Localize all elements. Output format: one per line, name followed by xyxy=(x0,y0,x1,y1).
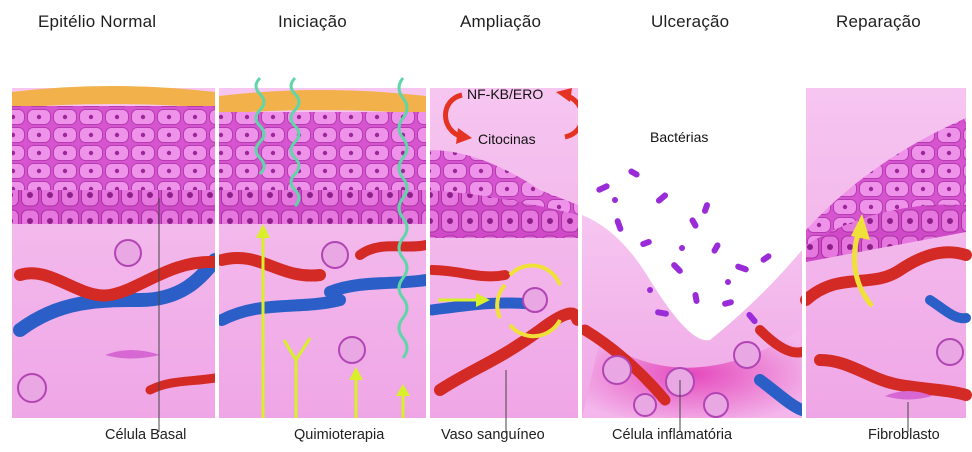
label-celula-inflamatoria: Célula inflamatória xyxy=(612,427,732,443)
basal-layer xyxy=(12,190,215,224)
panel-reparacao xyxy=(806,88,966,432)
label-nfkb-ero: NF-KB/ERO xyxy=(467,86,543,102)
label-bacterias: Bactérias xyxy=(650,129,708,145)
label-fibroblasto: Fibroblasto xyxy=(868,427,940,443)
epithelium-layer xyxy=(12,106,215,192)
panel-iniciacao xyxy=(219,78,426,418)
label-citocinas: Citocinas xyxy=(478,131,536,147)
label-vaso-sanguineo: Vaso sanguíneo xyxy=(441,427,545,443)
label-quimioterapia: Quimioterapia xyxy=(294,427,384,443)
label-celula-basal: Célula Basal xyxy=(105,427,186,443)
panel-normal xyxy=(12,86,215,432)
